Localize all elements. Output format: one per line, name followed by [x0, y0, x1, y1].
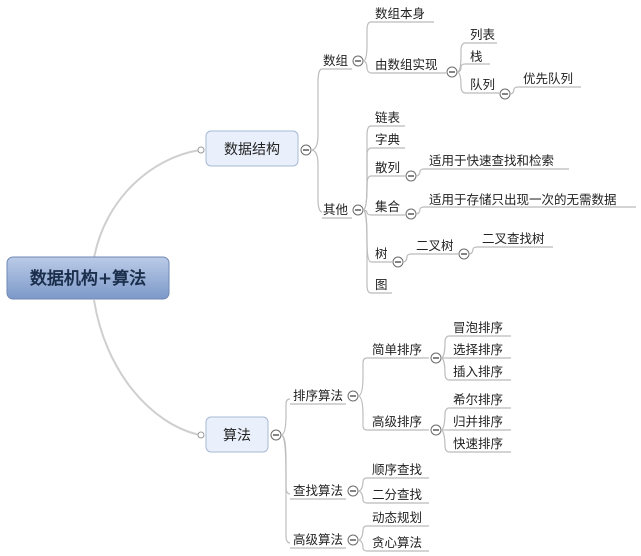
- simple-sort-label[interactable]: 简单排序: [372, 342, 422, 357]
- shell-sort-label[interactable]: 希尔排序: [453, 392, 503, 407]
- merge-sort-label[interactable]: 归并排序: [453, 414, 503, 429]
- root-label: 数据机构+算法: [30, 268, 146, 289]
- collapse-icon[interactable]: [446, 66, 458, 78]
- array-impl-label[interactable]: 由数组实现: [375, 57, 438, 72]
- stack-label[interactable]: 栈: [470, 49, 483, 64]
- collapse-icon[interactable]: [405, 170, 417, 182]
- data-structure-connectors: [310, 68, 323, 213]
- collapse-icon[interactable]: [347, 485, 359, 497]
- collapse-icon[interactable]: [430, 352, 442, 364]
- list-label[interactable]: 列表: [470, 27, 496, 42]
- priority-queue-label[interactable]: 优先队列: [523, 71, 573, 86]
- collapse-icon[interactable]: [352, 55, 364, 67]
- sort-label[interactable]: 排序算法: [293, 388, 343, 403]
- collapse-icon[interactable]: [499, 88, 511, 100]
- collapse-icon[interactable]: [270, 429, 282, 441]
- collapse-icon[interactable]: [347, 390, 359, 402]
- root-connectors: [93, 146, 205, 439]
- tree-label[interactable]: 树: [375, 246, 388, 261]
- algorithm-connectors: [280, 398, 291, 544]
- dictionary-label[interactable]: 字典: [375, 132, 400, 147]
- main-node-label: 数据结构: [224, 142, 280, 158]
- collapse-icon[interactable]: [458, 248, 470, 260]
- sequential-search-label[interactable]: 顺序查找: [372, 462, 423, 477]
- linked-list-label[interactable]: 链表: [375, 110, 401, 125]
- bst-label[interactable]: 二叉查找树: [482, 231, 545, 246]
- collapse-icon[interactable]: [300, 144, 312, 156]
- collapse-icon[interactable]: [352, 204, 364, 216]
- search-label[interactable]: 查找算法: [293, 483, 343, 498]
- collapse-icon[interactable]: [392, 256, 404, 268]
- collapse-icon[interactable]: [430, 424, 442, 436]
- root-node[interactable]: 数据机构+算法: [6, 256, 170, 300]
- main-node-label: 算法: [223, 428, 251, 444]
- bubble-sort-label[interactable]: 冒泡排序: [453, 320, 503, 335]
- collapse-icon[interactable]: [347, 534, 359, 546]
- collapse-icon[interactable]: [405, 208, 417, 220]
- set-note[interactable]: 适用于存储只出现一次的无需数据: [429, 192, 617, 207]
- dynamic-programming-label[interactable]: 动态规划: [372, 510, 422, 525]
- advanced-algo-label[interactable]: 高级算法: [293, 532, 343, 547]
- other-label[interactable]: 其他: [323, 202, 349, 217]
- graph-label[interactable]: 图: [375, 277, 388, 292]
- connector-dot-icon: [197, 431, 205, 439]
- advanced-sort-label[interactable]: 高级排序: [372, 414, 422, 429]
- quick-sort-label[interactable]: 快速排序: [453, 436, 503, 451]
- array-self-label[interactable]: 数组本身: [375, 6, 425, 21]
- connector-dot-icon: [197, 146, 205, 154]
- binary-tree-label[interactable]: 二叉树: [416, 238, 454, 253]
- queue-label[interactable]: 队列: [470, 77, 495, 92]
- hash-label[interactable]: 散列: [375, 160, 400, 175]
- greedy-algorithm-label[interactable]: 贪心算法: [372, 535, 422, 550]
- insertion-sort-label[interactable]: 插入排序: [453, 364, 503, 379]
- hash-note[interactable]: 适用于快速查找和检索: [429, 153, 554, 168]
- main-node-algorithm[interactable]: 算法: [205, 416, 269, 453]
- binary-search-label[interactable]: 二分查找: [372, 487, 423, 502]
- set-label[interactable]: 集合: [375, 199, 401, 214]
- main-node-data-structure[interactable]: 数据结构: [205, 130, 299, 167]
- selection-sort-label[interactable]: 选择排序: [453, 342, 503, 357]
- array-label[interactable]: 数组: [323, 53, 348, 68]
